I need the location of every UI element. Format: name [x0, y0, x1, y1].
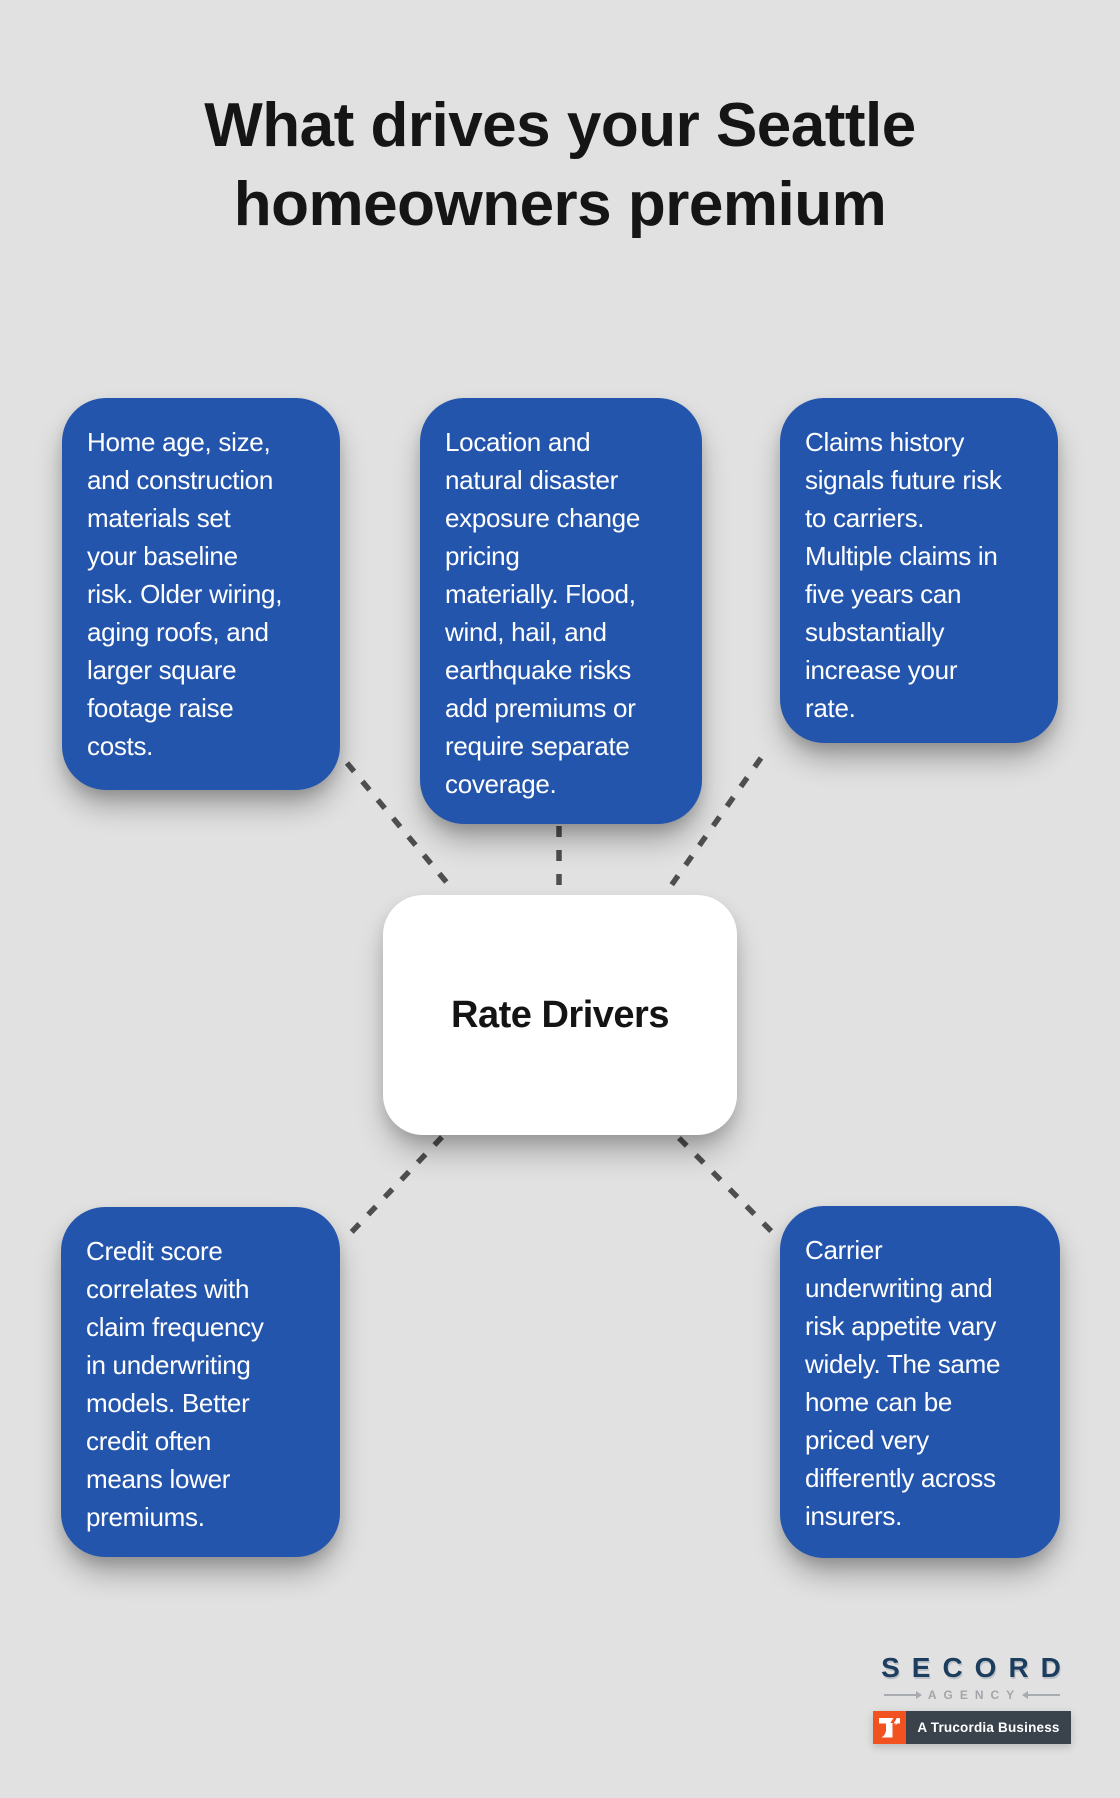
- subtitle-rule-left-icon: [883, 1691, 922, 1699]
- factor-node-home-characteristics: Home age, size, and construction materia…: [62, 398, 340, 790]
- brand-wordmark: SECORD: [881, 1652, 1073, 1683]
- factor-node-location-disaster: Location and natural disaster exposure c…: [420, 398, 702, 824]
- connector-bottom-left: [343, 1135, 444, 1241]
- brand-subtitle: AGENCY: [927, 1688, 1022, 1702]
- page-title-line-1: What drives your Seattle: [204, 91, 916, 160]
- trucordia-badge-label: A Trucordia Business: [906, 1711, 1071, 1744]
- subtitle-rule-right-icon: [1022, 1691, 1061, 1699]
- brand-subtitle-row: AGENCY: [852, 1688, 1092, 1702]
- connector-bottom-right: [677, 1136, 781, 1241]
- trucordia-badge: A Trucordia Business: [873, 1711, 1071, 1744]
- footer-logo: SECORD AGENCY A Trucordia Business: [852, 1652, 1092, 1749]
- page-title-line-2: homeowners premium: [233, 170, 887, 239]
- connector-top-right: [665, 756, 764, 892]
- center-node-label: Rate Drivers: [451, 993, 669, 1036]
- trucordia-mark-icon: [873, 1711, 907, 1744]
- factor-node-credit-score: Credit score correlates with claim frequ…: [61, 1207, 340, 1557]
- factor-node-carrier-underwriting: Carrier underwriting and risk appetite v…: [780, 1206, 1060, 1558]
- page-title: What drives your Seattle homeowners prem…: [0, 86, 1120, 244]
- center-node: Rate Drivers: [383, 895, 737, 1135]
- connector-top-left: [344, 761, 456, 892]
- factor-node-claims-history: Claims history signals future risk to ca…: [780, 398, 1058, 743]
